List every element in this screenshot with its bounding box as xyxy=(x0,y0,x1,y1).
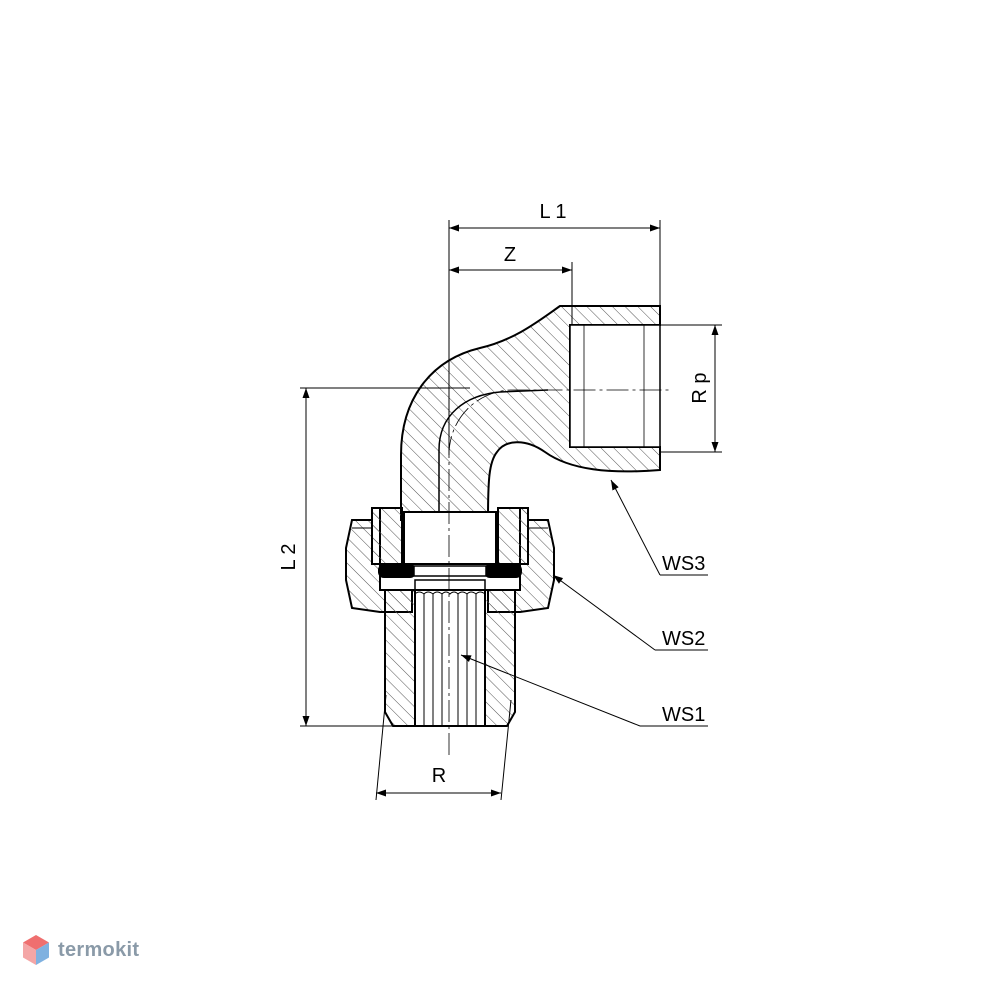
termokit-logo-icon xyxy=(23,935,49,965)
brand-watermark: termokit xyxy=(22,934,139,966)
callout-ws2: WS2 xyxy=(662,628,705,650)
insert-ring xyxy=(403,511,497,565)
nipple-bore xyxy=(414,589,486,727)
callout-ws3: WS3 xyxy=(662,553,705,575)
elbow-body xyxy=(400,305,661,521)
dimension-lines xyxy=(300,220,722,801)
inner-thread-bore xyxy=(569,324,661,448)
dim-label-z: Z xyxy=(504,244,516,266)
dim-label-l1: L 1 xyxy=(539,201,566,223)
dim-label-r: R xyxy=(432,765,446,787)
brand-name: termokit xyxy=(58,938,140,961)
collar xyxy=(371,507,529,565)
seal-ring xyxy=(378,564,522,578)
dim-label-l2: L 2 xyxy=(278,543,300,570)
threaded-nipple xyxy=(384,579,516,727)
dim-label-rp: R p xyxy=(689,372,711,403)
leader-lines xyxy=(460,479,708,727)
elbow-wall xyxy=(400,305,661,521)
callout-ws1: WS1 xyxy=(662,704,705,726)
